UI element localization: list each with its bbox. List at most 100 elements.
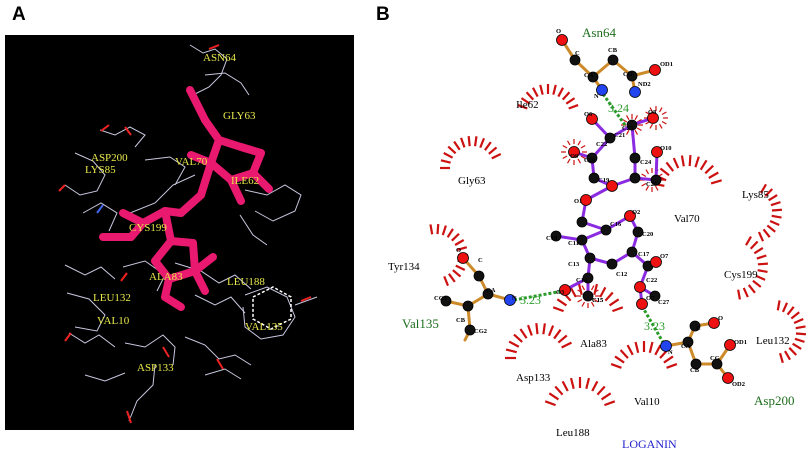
arc-spoke — [757, 262, 768, 266]
ligand-spike — [577, 140, 582, 146]
arc-spoke — [764, 188, 774, 197]
ligand-spike — [661, 111, 667, 116]
arc-spoke — [666, 362, 678, 369]
arc-spoke — [561, 341, 572, 349]
oxygen-atom — [724, 339, 736, 351]
ligand-spike — [634, 115, 639, 121]
residue-asp200: Asp200 — [754, 393, 794, 408]
arc-spoke — [694, 156, 700, 168]
carbon-atom — [464, 324, 476, 336]
arc-spoke — [565, 97, 576, 105]
hbond-val135 — [513, 289, 564, 302]
hydrophobic-residue-labels: Ile62 Gly63 Val70 Lys85 Tyr134 Cys199 Al… — [388, 99, 790, 439]
atom-label: C21 — [614, 132, 625, 139]
atom-label: C15 — [592, 297, 604, 304]
arc-spoke — [517, 104, 528, 110]
arc-spoke — [561, 91, 571, 101]
label-asp133: ASP133 — [137, 362, 174, 374]
arc-spoke — [447, 145, 457, 155]
arc-spoke — [455, 264, 466, 272]
atom-circles — [440, 34, 736, 384]
arc-spoke — [749, 240, 759, 250]
arc-spoke — [760, 183, 767, 194]
oxygen-atom — [624, 210, 636, 222]
arc-spoke — [654, 344, 662, 356]
label-val135: VAL135 — [245, 321, 283, 333]
arc-spoke — [505, 348, 517, 354]
atom-label: CA — [486, 287, 496, 294]
arc-spoke — [776, 300, 781, 311]
arc-spoke — [569, 377, 575, 390]
atom-label: N — [512, 295, 517, 302]
hydrophobic-arc — [653, 155, 722, 187]
arc-spoke — [542, 323, 546, 335]
arc-spoke — [786, 306, 795, 316]
ligand-spike — [654, 185, 659, 191]
ligand-spike — [566, 140, 571, 146]
arc-spoke — [577, 283, 583, 296]
carbon-atom — [588, 172, 600, 184]
atom-label: CA — [584, 72, 594, 79]
ligand-spike — [645, 185, 650, 191]
ligand-spike — [562, 155, 568, 160]
arc-spoke — [548, 392, 560, 401]
arc-spoke — [659, 167, 670, 177]
label-lys85: LYS85 — [85, 164, 116, 176]
ligand-sticks — [99, 86, 273, 311]
ligand-spike — [661, 120, 667, 125]
distance-asn64: 3.24 — [608, 101, 629, 115]
carbon-atom — [600, 224, 612, 236]
atom-label: C22 — [646, 277, 657, 284]
atom-labels: O C CB OD1 CA CG N ND2 C O CG1 CA N CB C… — [434, 28, 747, 388]
label-ile62: ILE62 — [231, 175, 259, 187]
carbon-atom — [650, 174, 662, 186]
carbon-atom — [440, 295, 452, 307]
arc-spoke — [795, 325, 806, 330]
arc-spoke — [568, 104, 579, 110]
atom-label: C14 — [576, 277, 588, 284]
atom-label: O9 — [570, 153, 579, 160]
residue-lys85: Lys85 — [742, 189, 769, 201]
arc-spoke — [467, 136, 471, 147]
arc-spoke — [737, 289, 741, 300]
arc-spoke — [591, 380, 599, 392]
oxygen-atom — [559, 284, 571, 296]
atom-label: N — [594, 93, 599, 100]
carbon-atom — [550, 230, 562, 242]
ligand-spike — [580, 144, 586, 149]
carbon-atom — [582, 272, 594, 284]
carbon-atom — [569, 54, 581, 66]
ligand-spike — [577, 298, 583, 303]
label-leu188: LEU188 — [227, 276, 265, 288]
ligand-spike — [641, 173, 647, 178]
arc-spoke — [795, 332, 806, 336]
arc-spoke — [532, 87, 539, 98]
atom-label: O — [456, 247, 461, 254]
residue-val135: Val135 — [402, 316, 439, 331]
label-asn64: ASN64 — [203, 52, 237, 64]
arc-spoke — [766, 224, 776, 233]
atom-label: OD2 — [732, 381, 745, 388]
carbon-atom — [607, 54, 619, 66]
atom-label: C12 — [616, 271, 627, 278]
ligand-spike — [649, 107, 654, 113]
atom-label: C — [696, 325, 701, 332]
ligand-spike — [649, 123, 654, 129]
atom-label: C20 — [642, 231, 653, 238]
arc-spoke — [484, 141, 492, 151]
arc-spoke — [569, 286, 577, 298]
carbon-atom — [682, 336, 694, 348]
oxygen-atom — [606, 180, 618, 192]
arc-spoke — [604, 400, 616, 407]
atom-label: CB — [608, 47, 618, 54]
atom-label: O — [718, 315, 723, 322]
carbon-atom — [690, 358, 702, 370]
ligand-spike — [590, 301, 595, 307]
arc-spoke — [762, 228, 771, 238]
oxygen-atom — [586, 113, 598, 125]
atom-label: C — [478, 257, 483, 264]
ligand-spike — [658, 107, 663, 113]
arc-spoke — [753, 247, 764, 255]
arc-spoke — [688, 155, 692, 167]
arc-spoke — [443, 152, 454, 159]
